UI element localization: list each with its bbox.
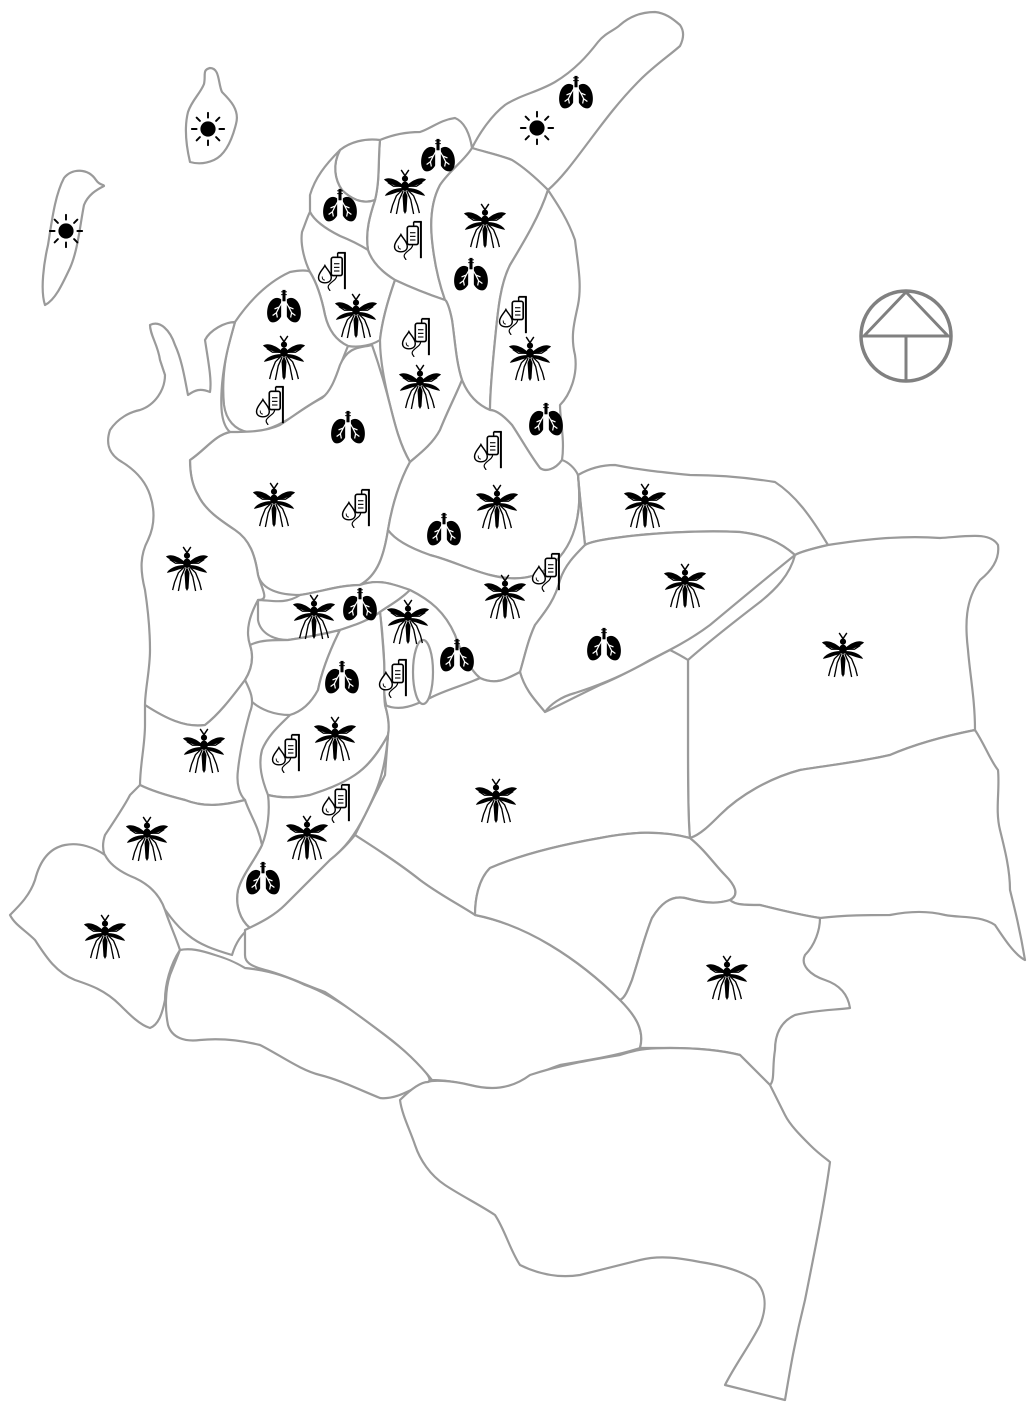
region-lake [411,638,435,706]
sun-icon [519,110,555,146]
sun-icon [48,213,84,249]
region-providencia [184,66,238,165]
region-choco [106,320,266,727]
region-san-andres [41,169,106,307]
region-amazonas [398,1046,832,1402]
north-arrow-icon [859,289,953,383]
region-vaupes [618,896,852,1087]
sun-icon [190,111,226,147]
regions [8,10,1027,1402]
